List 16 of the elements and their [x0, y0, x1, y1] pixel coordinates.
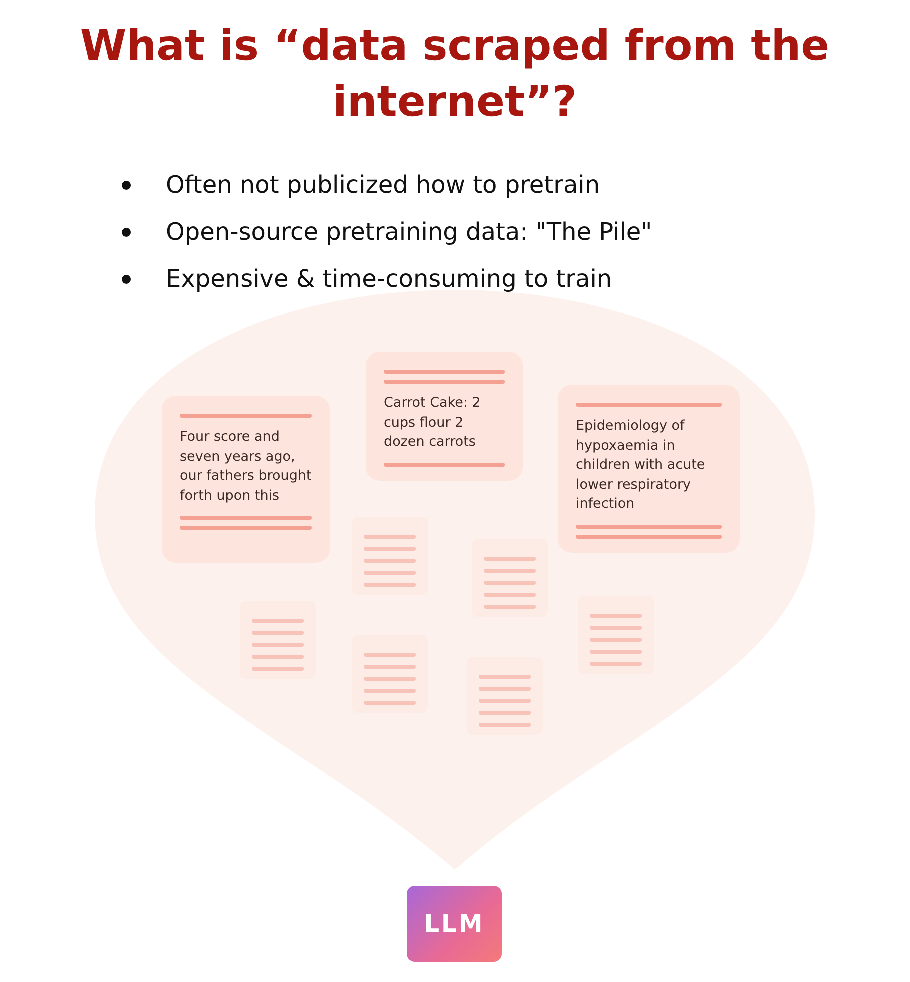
llm-box: LLM [407, 886, 502, 962]
bullet-text: Often not publicized how to pretrain [120, 166, 652, 213]
document-card [578, 596, 654, 674]
document-card [472, 539, 548, 617]
document-card [240, 601, 316, 679]
document-card [162, 396, 330, 563]
card-text: Carrot Cake: 2 cups flour 2 dozen carrots [384, 394, 482, 452]
document-card [352, 635, 428, 713]
document-card [558, 385, 740, 553]
card-text: Four score and seven years ago, our fathers brought forth upon this [180, 428, 312, 506]
document-card [366, 352, 523, 481]
bullet-text: Open-source pretraining data: "The Pile" [120, 213, 652, 260]
document-card [352, 517, 428, 595]
document-card [467, 657, 543, 735]
card-text: Epidemiology of hypoxaemia in children with acute lower respiratory infection [576, 417, 706, 514]
title: What is “data scraped from the internet”? [80, 20, 830, 128]
